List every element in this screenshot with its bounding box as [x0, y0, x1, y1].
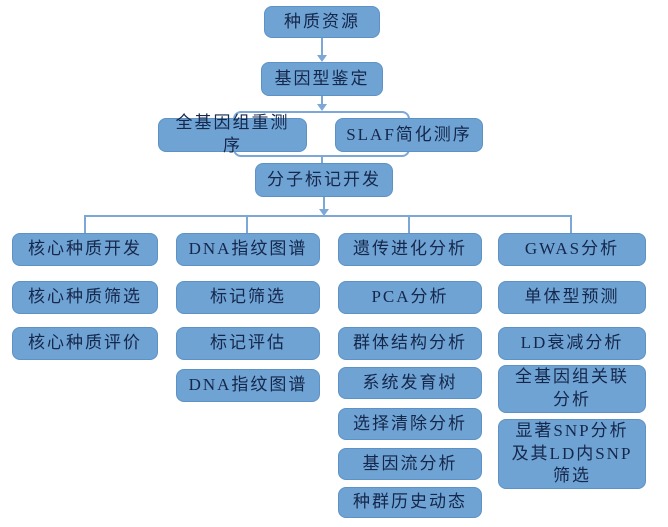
node-gene-flow-analysis: 基因流分析 — [338, 448, 482, 480]
node-genome-wide-association-analysis: 全基因组关联分析 — [498, 365, 646, 413]
node-marker-evaluation: 标记评估 — [176, 327, 320, 360]
node-core-germplasm-development: 核心种质开发 — [12, 233, 158, 266]
node-core-germplasm-evaluation: 核心种质评价 — [12, 327, 158, 360]
down-arrowhead-icon — [317, 55, 327, 62]
branch-drop-line — [246, 216, 248, 233]
node-whole-genome-resequencing: 全基因组重测序 — [158, 113, 307, 155]
node-pca-analysis: PCA分析 — [338, 281, 482, 314]
connector-line — [321, 38, 323, 55]
connector-line — [321, 156, 323, 164]
node-molecular-marker-development: 分子标记开发 — [255, 163, 393, 197]
node-germplasm-resources: 种质资源 — [264, 6, 380, 38]
node-slaf-sequencing: SLAF简化测序 — [335, 118, 483, 152]
branch-drop-line — [408, 216, 410, 233]
node-dna-fingerprint-map: DNA指纹图谱 — [176, 233, 320, 266]
connector-line — [323, 197, 325, 210]
down-arrowhead-icon — [319, 209, 329, 216]
node-population-structure-analysis: 群体结构分析 — [338, 327, 482, 360]
down-arrowhead-icon — [317, 104, 327, 111]
branch-splitter-line — [84, 215, 572, 217]
node-genetic-evolution-analysis: 遗传进化分析 — [338, 233, 482, 266]
node-haplotype-prediction: 单体型预测 — [498, 281, 646, 314]
node-population-history-dynamics: 种群历史动态 — [338, 487, 482, 518]
node-marker-screening: 标记筛选 — [176, 281, 320, 314]
node-selective-sweep-analysis: 选择清除分析 — [338, 408, 482, 440]
node-dna-fingerprint-map-2: DNA指纹图谱 — [176, 369, 320, 402]
node-core-germplasm-screening: 核心种质筛选 — [12, 281, 158, 314]
node-ld-decay-analysis: LD衰减分析 — [498, 327, 646, 360]
node-genotype-identification: 基因型鉴定 — [261, 62, 383, 96]
branch-drop-line — [84, 216, 86, 233]
branch-drop-line — [570, 216, 572, 233]
node-significant-snp-analysis: 显著SNP分析及其LD内SNP筛选 — [498, 419, 646, 489]
node-phylogenetic-tree: 系统发育树 — [338, 367, 482, 399]
node-gwas-analysis: GWAS分析 — [498, 233, 646, 266]
connector-line — [321, 96, 323, 105]
